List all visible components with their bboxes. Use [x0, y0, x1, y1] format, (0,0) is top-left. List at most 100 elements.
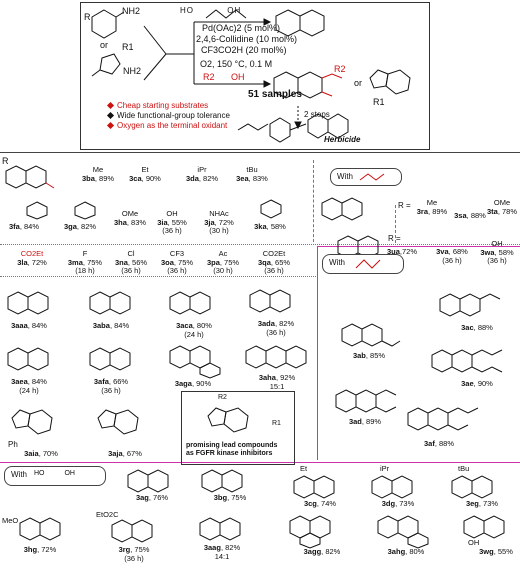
compound-3dg: 3dg, 73%	[381, 499, 415, 508]
condition-4: O2, 150 °C, 0.1 M	[200, 59, 273, 69]
pyrazolopyridine-product-structure	[369, 69, 411, 95]
condition-2: 2,4,6-Collidine (10 mol%)	[196, 34, 298, 44]
quinoline-structure	[439, 293, 501, 317]
lead-r1-label: R1	[272, 420, 281, 427]
compound-3ua: 3ua,72%	[386, 247, 418, 256]
isopropyl-label: iPr	[380, 464, 390, 473]
quinoline-structure	[199, 517, 241, 541]
pyrazolopyridine-structure	[11, 409, 53, 435]
pyrazole-nh2-label: NH2	[123, 66, 142, 76]
pyrazolopyridine-structure	[97, 409, 139, 435]
with-alcohol-tag: With	[330, 168, 402, 186]
allyl-alcohol-icon	[359, 173, 385, 181]
compound-3va: 3va, 68% (36 h)	[436, 247, 468, 265]
quinoline-structure	[407, 407, 479, 431]
methoxy-label: MeO	[2, 516, 19, 525]
separator	[0, 152, 520, 153]
condition-1: Pd(OAc)2 (5 mol%)	[202, 23, 281, 33]
compound-3eg: 3eg, 73%	[465, 499, 499, 508]
quinoline-structure	[201, 469, 243, 493]
phenyl-icon	[74, 201, 96, 220]
compound-3wa: OH 3wa, 58% (36 h)	[480, 239, 514, 265]
compound-3agg: 3agg, 82%	[303, 547, 341, 556]
compound-3rg: 3rg, 75%(36 h)	[118, 545, 150, 563]
diol-reagent-label: HO OH	[180, 6, 242, 15]
compound-3ka: 3ka, 58%	[254, 222, 286, 231]
compound-3ag: 3ag, 76%	[135, 493, 169, 502]
separator	[0, 276, 318, 277]
separator	[0, 244, 520, 245]
quinoline-structure	[431, 349, 503, 373]
compound-3oa: CF3 3oa, 75% (36 h)	[160, 249, 194, 275]
quinoline-structure	[19, 517, 61, 541]
reaction-arrows	[143, 18, 272, 88]
benzoquinoline-structure	[245, 345, 307, 369]
quinoline-structure	[111, 519, 153, 543]
compound-3aga: 3aga, 90%	[174, 379, 212, 388]
compound-3fa: 3fa, 84%	[8, 222, 40, 231]
quinoline-structure	[7, 347, 49, 371]
quinoline-structure	[463, 515, 505, 539]
phenyl-label: Ph	[8, 440, 18, 449]
compound-3ia: OH 3ia, 55% (36 h)	[157, 209, 187, 235]
hydroxy-label: OH	[468, 538, 480, 547]
alcohol-reagent-label: R2 OH	[203, 72, 245, 82]
product-r1-label: R1	[373, 97, 385, 107]
features-list: Cheap starting substrates Wide functiona…	[106, 101, 230, 131]
quinoline-structure	[321, 197, 363, 221]
quinoline-structure	[7, 291, 49, 315]
r-equals-label: R =	[398, 201, 411, 210]
compound-3aba: 3aba, 84%	[92, 321, 130, 330]
lead-compounds-box: R2 R1 promising lead compounds as FGFR k…	[181, 391, 295, 465]
separator	[395, 205, 396, 243]
r-equals-label: R =	[388, 234, 401, 243]
herbicide-structure	[237, 113, 349, 143]
aminopyrazole-structure	[91, 53, 121, 77]
compound-3bg: 3bg, 75%	[213, 493, 247, 502]
separator	[0, 462, 520, 463]
compound-3qa: CO2Et 3qa, 65% (36 h)	[257, 249, 291, 275]
compound-3aca: 3aca, 80%(24 h)	[176, 321, 212, 339]
compound-3aaa: 3aaa, 84%	[11, 321, 47, 330]
diol-reagent-structure	[205, 9, 247, 19]
compound-3ga: 3ga, 82%	[63, 222, 97, 231]
compound-3ba: Me 3ba, 89%	[81, 165, 115, 183]
lead-r2-label: R2	[218, 394, 227, 401]
compound-3aag: 3aag, 82%14:1	[203, 543, 241, 561]
quinoline-structure	[335, 389, 397, 413]
tert-butyl-label: tBu	[458, 464, 470, 473]
benzoquinoline-structure	[289, 515, 331, 549]
compound-3ada: 3ada, 82%(36 h)	[257, 319, 295, 337]
branched-alcohol-icon	[355, 259, 381, 269]
quinoline-structure	[127, 469, 169, 493]
morpholine-icon	[260, 199, 282, 219]
quinoline-structure	[451, 475, 493, 499]
cyclohexyl-icon	[26, 201, 48, 220]
compound-3ja: NHAc 3ja, 72% (30 h)	[204, 209, 234, 235]
with-alcohol-tag: With	[322, 254, 404, 274]
compound-3la: CO2Et 3la, 72%	[17, 249, 47, 267]
benzoquinoline-structure	[169, 345, 221, 379]
compound-3aja: 3aja, 67%	[108, 449, 142, 458]
feature-item: Oxygen as the terminal oxidant	[106, 121, 230, 131]
compound-3sa: 3sa, 88%	[454, 211, 486, 220]
compound-3aia: 3aia, 70%	[24, 449, 58, 458]
compound-3afa: 3afa, 66%(36 h)	[93, 377, 129, 395]
quinoline-product-structure	[275, 9, 325, 37]
aniline-nh2-label: NH2	[122, 6, 141, 16]
pyrazole-r1-label: R1	[122, 42, 134, 52]
compound-3hg: 3hg, 72%	[23, 545, 57, 554]
compound-3aea: 3aea, 84%(24 h)	[11, 377, 47, 395]
substituted-quinoline-product-structure	[273, 71, 343, 99]
compound-3na: Cl 3na, 56% (36 h)	[114, 249, 148, 275]
or-label: or	[100, 40, 109, 50]
compound-3aha: 3aha, 92%15:1	[258, 373, 296, 391]
compound-3ha: OMe 3ha, 83%	[113, 209, 147, 227]
compound-3ae: 3ae, 90%	[461, 379, 493, 388]
or-label-2: or	[354, 78, 363, 88]
compound-3ra: Me 3ra, 89%	[416, 198, 448, 216]
separator	[313, 160, 314, 242]
quinoline-structure	[371, 475, 413, 499]
quinoline-structure	[249, 289, 291, 313]
ester-label: EtO2C	[96, 510, 119, 519]
